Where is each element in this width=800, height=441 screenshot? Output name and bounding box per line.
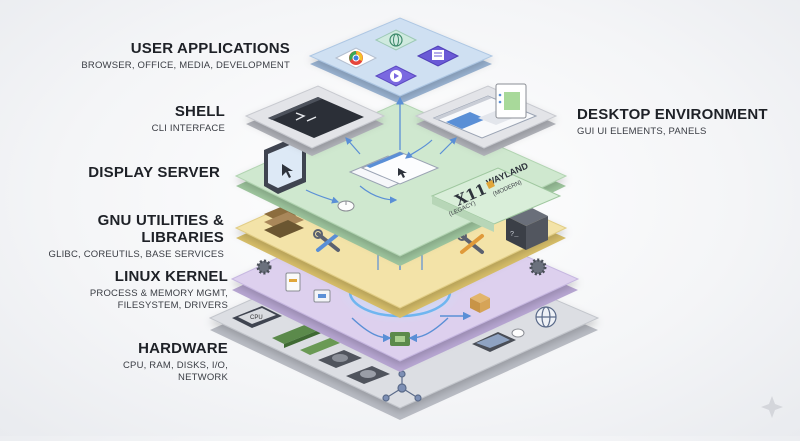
terminal-window-icon — [268, 97, 364, 138]
ram-module-icon — [300, 338, 340, 355]
hard-disk-icon — [346, 366, 390, 384]
hardware-title: HARDWARE — [138, 340, 228, 357]
chip-icon — [390, 332, 410, 346]
window-stack-icon — [348, 151, 440, 189]
document-icon — [285, 272, 301, 292]
linux-kernel-subtitle-line1: PROCESS & MEMORY MGMT, — [89, 288, 228, 299]
globe-icon — [535, 306, 557, 328]
terminal-cube-icon: ?_ — [506, 206, 548, 250]
browser-icon — [334, 47, 378, 69]
panel-document-icon — [495, 83, 527, 119]
mouse-icon — [511, 328, 525, 338]
shell-title: SHELL — [174, 103, 225, 120]
shell-label: SHELL CLI INTERFACE — [80, 103, 225, 135]
display-server-title: DISPLAY SERVER — [88, 164, 220, 181]
linux-kernel-label: LINUX KERNEL PROCESS & MEMORY MGMT, FILE… — [78, 268, 228, 312]
desktop-environment-title: DESKTOP ENVIRONMENT — [577, 106, 768, 123]
user-applications-label: USER APPLICATIONS BROWSER, OFFICE, MEDIA… — [60, 40, 290, 72]
gnu-utilities-subtitle: GLIBC, COREUTILS, BASE SERVICES — [48, 249, 224, 260]
desktop-environment-label: DESKTOP ENVIRONMENT GUI UI ELEMENTS, PAN… — [577, 106, 787, 138]
desktop-environment-layer — [414, 83, 558, 156]
gnu-utilities-label: GNU UTILITIES & LIBRARIES GLIBC, COREUTI… — [24, 212, 224, 261]
hardware-label: HARDWARE CPU, RAM, DISKS, I/O, NETWORK — [88, 340, 228, 384]
mouse-icon — [337, 200, 355, 212]
shell-layer — [244, 85, 386, 156]
cpu-chip-icon: CPU — [232, 306, 282, 328]
linux-kernel-subtitle-line2: FILESYSTEM, DRIVERS — [117, 300, 228, 311]
sparkle-icon — [761, 396, 783, 418]
gear-icon — [256, 259, 272, 275]
desktop-environment-subtitle: GUI UI ELEMENTS, PANELS — [577, 126, 707, 137]
network-node-icon — [382, 370, 422, 402]
media-play-icon — [374, 65, 418, 87]
user-applications-subtitle: BROWSER, OFFICE, MEDIA, DEVELOPMENT — [81, 60, 290, 71]
display-server-label: DISPLAY SERVER — [80, 164, 220, 181]
cursor-icon — [398, 168, 407, 178]
cpu-label: CPU — [250, 315, 263, 321]
globe-icon — [374, 29, 418, 51]
hard-disk-icon — [318, 350, 362, 368]
office-document-icon — [416, 45, 460, 67]
shell-subtitle: CLI INTERFACE — [151, 123, 225, 134]
wrench-screwdriver-icon — [313, 229, 340, 252]
package-box-icon — [470, 293, 490, 313]
linux-kernel-title: LINUX KERNEL — [114, 268, 228, 285]
user-applications-layer — [308, 17, 494, 155]
user-applications-title: USER APPLICATIONS — [130, 40, 290, 57]
laptop-icon — [472, 332, 516, 352]
x11-wayland-block: X11 (LEGACY) WAYLAND (MODERN) — [430, 160, 562, 232]
monitor-icon — [264, 138, 306, 194]
svg-text:?_: ?_ — [510, 231, 519, 239]
user-applications-slab — [308, 17, 494, 97]
gnu-utilities-title: GNU UTILITIES & LIBRARIES — [97, 212, 224, 246]
gear-icon — [529, 258, 547, 276]
hardware-subtitle: CPU, RAM, DISKS, I/O, NETWORK — [122, 360, 228, 383]
folder-icon — [313, 289, 331, 303]
